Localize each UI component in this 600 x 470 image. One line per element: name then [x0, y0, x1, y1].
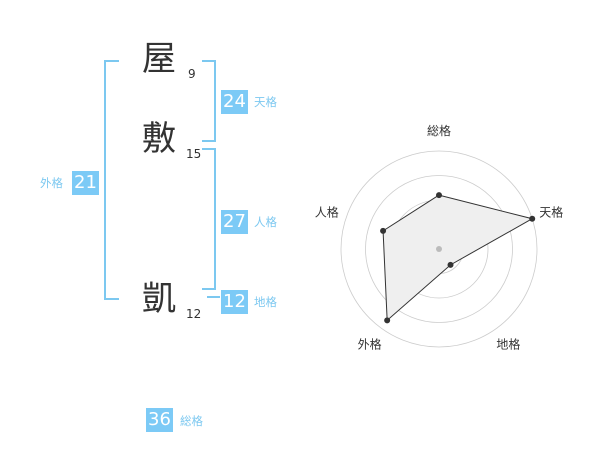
stroke-count-2: 15: [186, 147, 202, 161]
gaikaku-label: 外格: [40, 176, 63, 190]
tenkaku-value: 24: [221, 90, 248, 114]
radar-point-4: [384, 317, 391, 324]
tenkaku-label: 天格: [254, 95, 277, 109]
tenkaku-bracket: [202, 60, 216, 142]
radar-axis-label: 外格: [358, 336, 382, 351]
chikaku-value: 12: [221, 290, 248, 314]
radar-grid-ring: [365, 175, 513, 323]
name-char-1: 屋: [142, 39, 176, 79]
soukaku-value: 36: [146, 408, 173, 432]
jinkaku-value: 27: [221, 210, 248, 234]
stroke-count-3: 12: [186, 307, 202, 321]
jinkaku-label: 人格: [254, 215, 277, 229]
chikaku-connector: [207, 296, 220, 298]
radar-center-dot: [436, 246, 442, 252]
radar-axis-label: 地格: [496, 336, 520, 351]
radar-axis-label: 総格: [427, 123, 451, 138]
gaikaku-bracket: [104, 60, 119, 300]
gaikaku-value: 21: [72, 171, 99, 195]
radar-axis-label: 人格: [315, 205, 339, 220]
jinkaku-bracket: [202, 148, 216, 290]
radar-grid-ring: [340, 150, 538, 348]
radar-point-5: [380, 227, 387, 234]
name-char-3: 凱: [142, 279, 176, 319]
radar-point-3: [447, 261, 454, 268]
name-char-2: 敷: [142, 119, 176, 159]
radar-axis-label: 天格: [539, 205, 563, 220]
radar-point-2: [529, 215, 536, 222]
chikaku-label: 地格: [254, 295, 277, 309]
radar-point-1: [436, 192, 442, 199]
stroke-count-1: 9: [188, 67, 196, 81]
soukaku-label: 総格: [180, 414, 203, 428]
radar-polygon: [382, 194, 534, 322]
